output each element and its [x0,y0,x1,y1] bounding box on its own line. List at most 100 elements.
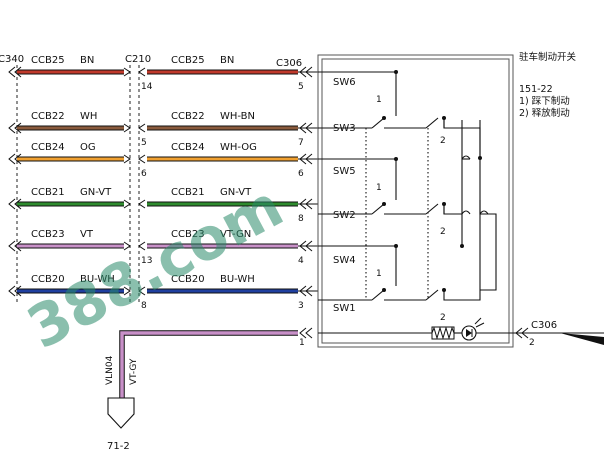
wire-color-left: GN-VT [80,187,112,198]
connector-arrow-icon [8,198,16,210]
wire-color-left: WH [80,111,97,122]
c306-pin: 6 [298,169,304,179]
c210-pin: 14 [141,82,153,92]
c210-arrow-icon [123,199,131,209]
wire-circuit-right: CCB20 [171,274,205,285]
switch-module-inner [321,58,510,344]
switch-state-2: 2) 释放制动 [519,107,570,119]
connector-arrow-icon [305,198,313,210]
crossover [479,210,489,215]
connector-arrow-icon [305,122,313,134]
wire-circuit-left: CCB25 [31,55,65,66]
contact-number: 2 [440,313,446,323]
junction-dot [442,288,446,292]
switch-label-sw1: SW1 [333,303,356,314]
c210-arrow-icon [123,67,131,77]
bus-b [479,120,497,291]
crossover [461,155,471,160]
c210-arrow-icon [123,286,131,296]
connector-arrow-icon [299,122,307,134]
wire-color-right: WH-OG [220,142,257,153]
vln04-color-stripe [120,331,298,400]
connector-arrow-icon [521,327,529,339]
c306-pin: 8 [298,214,304,224]
sw1-blade-2 [425,289,439,301]
sw1-blade [371,289,385,301]
wire-color-left: OG [80,142,96,153]
connector-arrow-icon [299,198,307,210]
c210-arrow-icon [138,67,146,77]
contact-number: 1 [376,95,382,105]
contact-number: 2 [440,227,446,237]
wire-circuit-right: CCB21 [171,187,205,198]
vln04-color-label: VT-GY [129,358,139,385]
diode-arrow-icon [466,329,472,337]
wire-color-left: BN [80,55,94,66]
connector-arrow-icon [305,240,313,252]
junction-dot [382,202,386,206]
connector-arrow-icon [8,285,16,297]
sw2-out [443,204,462,215]
sw6-trace [318,71,397,114]
wire-circuit-left: CCB21 [31,187,65,198]
junction-dot [442,202,446,206]
c210-pin: 8 [141,301,147,311]
ground-terminal-icon [107,397,135,429]
c210-pin: 6 [141,169,147,179]
c210-arrow-icon [123,154,131,164]
wire-circuit-right: CCB24 [171,142,205,153]
switch-state-1: 1) 踩下制动 [519,95,570,107]
junction-dot [442,116,446,120]
c306-pin: 7 [298,138,304,148]
contact-number: 1 [376,269,382,279]
sw1-out [443,200,481,301]
connector-arrow-icon [299,285,307,297]
connector-c210-label: C210 [125,54,151,65]
c306-right-pin: 2 [529,338,535,348]
junction-dot [394,244,398,248]
sw2-blade-2 [425,203,439,215]
wire-circuit-right: CCB25 [171,55,205,66]
contact-number: 1 [376,183,382,193]
connector-arrow-icon [305,327,313,339]
wire-circuit-left: CCB24 [31,142,65,153]
junction-dot [460,244,464,248]
vln04-wire: 1 VLN04 VT-GY 71-2 [105,327,313,452]
c210-arrow-icon [138,286,146,296]
c210-arrow-icon [123,123,131,133]
connector-arrow-icon [515,327,523,339]
wire-color-right: VT-GN [220,229,251,240]
connector-arrow-icon [299,66,307,78]
sw3-blade [371,117,385,129]
connector-arrow-icon [8,153,16,165]
connector-arrow-icon [8,240,16,252]
connector-arrow-icon [299,153,307,165]
c210-pin: 5 [141,138,147,148]
c210-arrow-icon [123,241,131,251]
contact-number: 2 [440,136,446,146]
wire-circuit-right: CCB23 [171,229,205,240]
junction-dot [382,116,386,120]
sw5-trace [318,158,397,200]
wire-color-right: BN [220,55,234,66]
wire-circuit-right: CCB22 [171,111,205,122]
connector-arrow-icon [14,66,22,78]
switch-label-sw2: SW2 [333,210,356,221]
connector-arrow-icon [305,285,313,297]
wire-circuit-left: CCB23 [31,229,65,240]
c210-pin: 13 [141,256,152,266]
switch-code: 151-22 [519,84,553,95]
connector-arrow-icon [299,240,307,252]
connector-arrow-icon [14,198,22,210]
resistor-icon [431,326,455,340]
switch-label-sw6: SW6 [333,77,356,88]
vln04-circuit-label: VLN04 [105,355,115,385]
junction-dot [394,70,398,74]
connector-c306-label: C306 [276,58,302,69]
connector-arrow-icon [305,66,313,78]
wire-color-left: BU-WH [80,274,115,285]
